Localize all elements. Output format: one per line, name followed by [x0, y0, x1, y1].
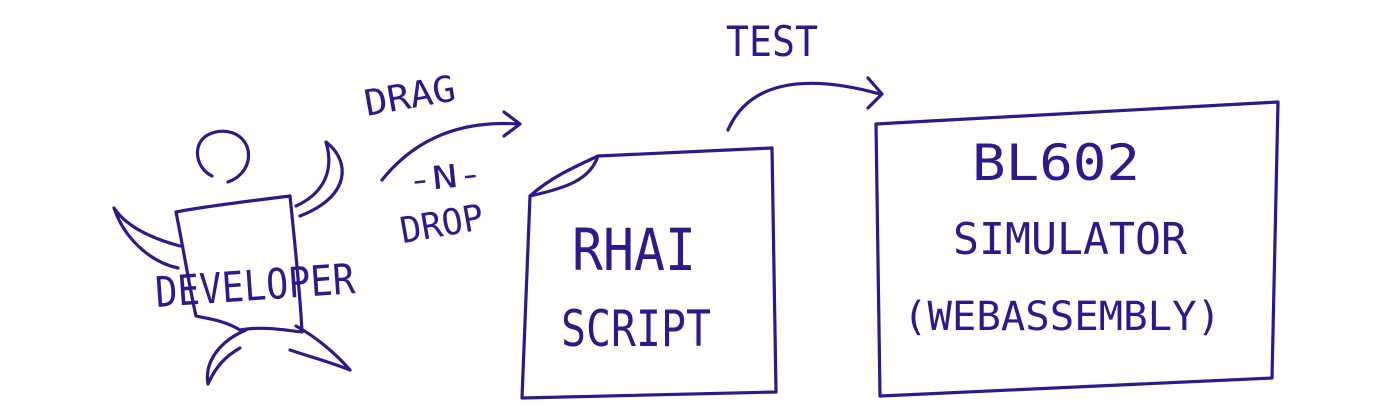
- script-page-fold: [528, 154, 600, 198]
- test-arrow-curve: [726, 81, 882, 132]
- simulator-line1: BL602: [972, 134, 1140, 192]
- drag-arrow-curve: [380, 121, 520, 182]
- drag-arrow-head: [502, 110, 522, 138]
- drag-label: DRAG: [361, 68, 459, 124]
- script-box: RHAI SCRIPT: [520, 146, 778, 400]
- drop-label: DROP: [397, 197, 487, 252]
- developer-right-arm: [294, 140, 344, 218]
- drag-arrow: DRAG -N- DROP: [361, 68, 522, 252]
- simulator-line3: (WEBASSEMBLY): [903, 294, 1221, 340]
- simulator-box: BL602 SIMULATOR (WEBASSEMBLY): [874, 100, 1280, 398]
- test-arrow-head: [866, 76, 884, 110]
- developer-right-leg: [288, 324, 352, 372]
- developer-left-arm: [112, 206, 182, 270]
- test-label: TEST: [726, 17, 818, 66]
- developer-figure: DEVELOPER: [112, 129, 358, 386]
- test-arrow: TEST: [726, 17, 884, 132]
- n-label: -N-: [405, 154, 485, 200]
- simulator-line2: SIMULATOR: [953, 214, 1187, 265]
- developer-left-leg: [205, 328, 248, 386]
- simulator-outline: [874, 100, 1280, 398]
- script-page-outline: [520, 146, 778, 400]
- script-line1: RHAI: [572, 216, 696, 284]
- developer-body: [174, 194, 304, 334]
- developer-label: DEVELOPER: [154, 254, 358, 317]
- script-line2: SCRIPT: [561, 300, 711, 358]
- developer-head: [195, 129, 251, 184]
